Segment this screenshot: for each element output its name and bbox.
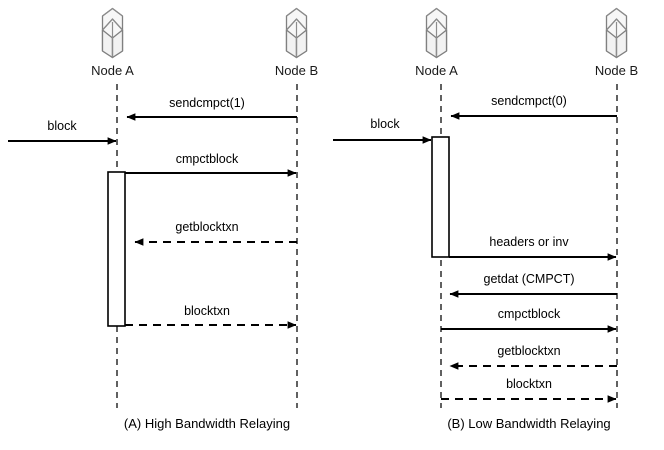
activation-bar-node-a	[107, 171, 126, 327]
message-label: cmpctblock	[498, 307, 561, 321]
message-label: sendcmpct(0)	[491, 94, 567, 108]
panel-b: Node A Node B sendcmpct(0) block headers…	[333, 7, 638, 431]
participant-label-node-b: Node B	[275, 63, 318, 78]
panel-a: Node A Node B sendcmpct(1) block cmpctbl…	[8, 7, 318, 431]
participant-label-node-b: Node B	[595, 63, 638, 78]
message-label: cmpctblock	[176, 152, 239, 166]
panel-caption: (B) Low Bandwidth Relaying	[447, 416, 610, 431]
message-label: getblocktxn	[497, 344, 560, 358]
message-label: block	[47, 119, 77, 133]
message-label: getblocktxn	[175, 220, 238, 234]
message-label: headers or inv	[489, 235, 569, 249]
message-label: sendcmpct(1)	[169, 96, 245, 110]
participant-label-node-a: Node A	[91, 63, 134, 78]
message-label: getdat (CMPCT)	[484, 272, 575, 286]
node-cube-icon	[425, 7, 448, 59]
participant-label-node-a: Node A	[415, 63, 458, 78]
message-label: blocktxn	[506, 377, 552, 391]
activation-bar-node-a	[431, 136, 450, 258]
node-cube-icon	[101, 7, 124, 59]
message-label: block	[370, 117, 400, 131]
message-label: blocktxn	[184, 304, 230, 318]
node-cube-icon	[605, 7, 628, 59]
panel-caption: (A) High Bandwidth Relaying	[124, 416, 290, 431]
node-cube-icon	[285, 7, 308, 59]
